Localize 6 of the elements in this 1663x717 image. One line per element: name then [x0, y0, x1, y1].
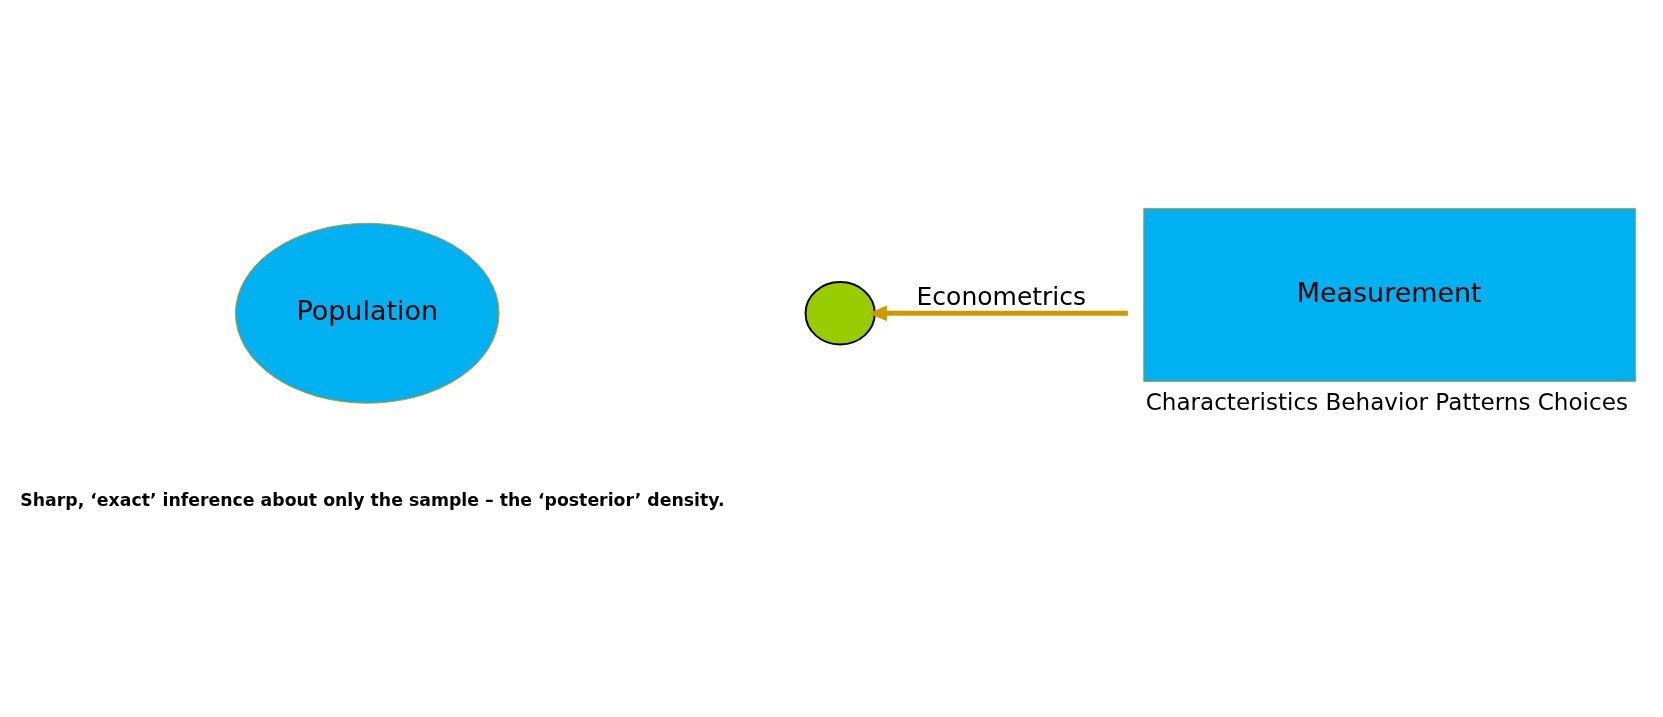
node-ellipse: Population — [234, 222, 500, 404]
node-circle — [804, 281, 876, 346]
label: Sharp, ‘exact’ inference about only the sample – the ‘posterior’ density. — [20, 490, 725, 511]
edge-label: Econometrics — [916, 282, 1087, 312]
arrow — [868, 305, 1128, 322]
node-label: Characteristics Behavior Patterns Choices — [1145, 388, 1628, 415]
